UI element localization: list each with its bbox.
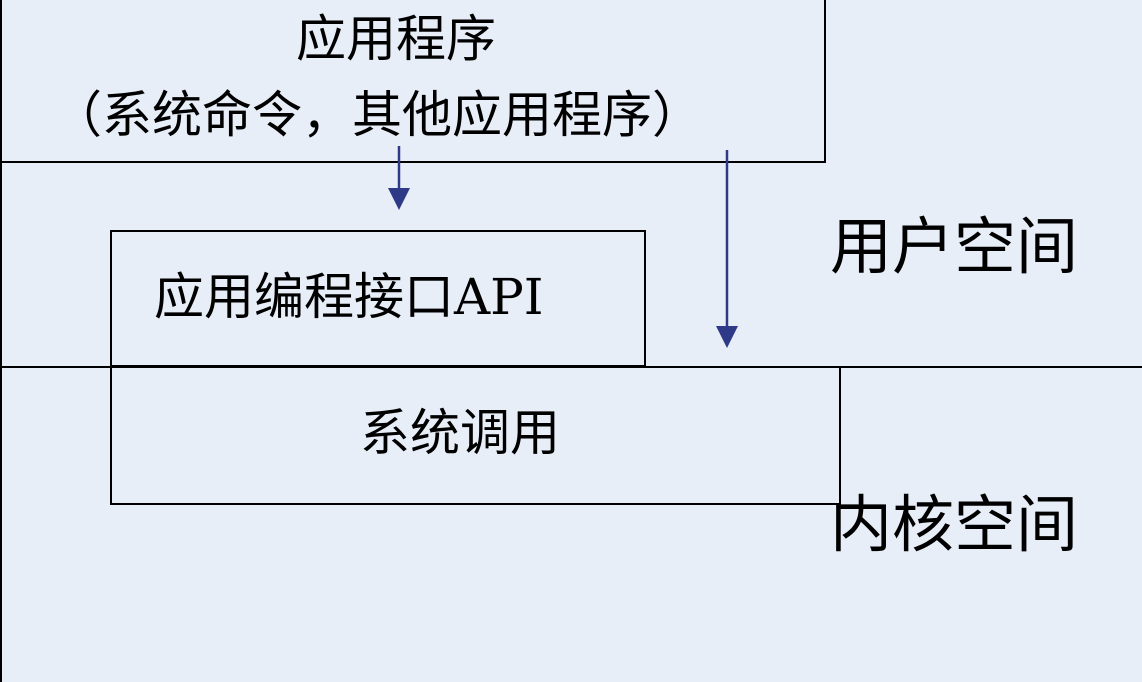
user-space-label: 用户空间	[830, 210, 1079, 283]
syscall-box	[110, 366, 841, 505]
application-box	[0, 0, 826, 163]
kernel-space-label: 内核空间	[830, 488, 1079, 561]
application-title: 应用程序	[296, 10, 496, 68]
application-subtitle: （系统命令，其他应用程序）	[52, 86, 702, 144]
api-label: 应用编程接口API	[154, 268, 544, 326]
syscall-label: 系统调用	[360, 404, 560, 462]
